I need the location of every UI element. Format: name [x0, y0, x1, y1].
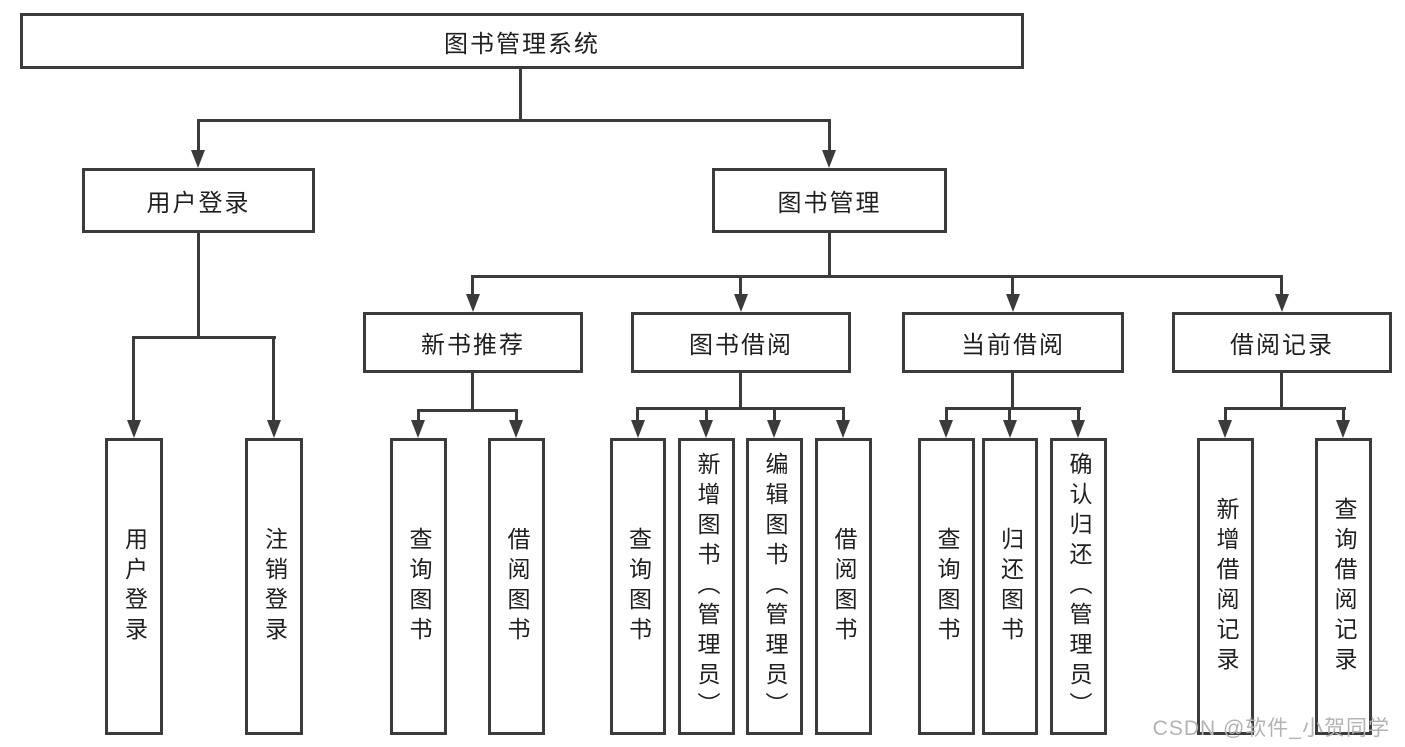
- node-nb-borrow: 借阅图书: [488, 438, 545, 735]
- arrow-down-icon: [191, 150, 205, 168]
- connector-user-login-split: [132, 336, 276, 339]
- arrow-down-icon: [1275, 294, 1289, 312]
- node-book-mgmt-label: 图书管理: [777, 190, 882, 217]
- arrow-down-icon: [767, 420, 781, 438]
- node-br-add-label: 新增借阅记录: [1213, 496, 1239, 677]
- node-leaf-user-login: 用户登录: [105, 438, 163, 735]
- node-bb-borrow-label: 借阅图书: [831, 526, 857, 647]
- node-leaf-logout-label: 注销登录: [261, 526, 288, 647]
- arrow-down-icon: [1071, 420, 1085, 438]
- node-bb-query-label: 查询图书: [625, 526, 652, 647]
- node-br-add: 新增借阅记录: [1197, 438, 1254, 735]
- connector-book-mgmt-split: [471, 275, 1283, 278]
- connector-stem-book-borrow: [739, 275, 742, 307]
- connector-current-borrow-split: [945, 407, 1081, 410]
- node-user-login-label: 用户登录: [146, 190, 251, 217]
- arrow-down-icon: [734, 294, 748, 312]
- connector-book-mgmt-trunk: [828, 233, 831, 278]
- node-bb-borrow: 借阅图书: [815, 438, 872, 735]
- connector-stem-user-login: [197, 119, 200, 163]
- arrow-down-icon: [1336, 420, 1350, 438]
- node-root-label: 图书管理系统: [444, 30, 600, 58]
- node-cb-query-label: 查询图书: [934, 526, 960, 647]
- connector-stem-book-mgmt: [828, 119, 831, 163]
- node-new-book-rec: 新书推荐: [363, 312, 583, 373]
- node-br-query: 查询借阅记录: [1315, 438, 1372, 735]
- connector-root-trunk: [519, 69, 522, 122]
- node-borrow-records: 借阅记录: [1172, 312, 1392, 373]
- node-cb-return: 归还图书: [982, 438, 1038, 735]
- arrow-down-icon: [1218, 420, 1232, 438]
- arrow-down-icon: [509, 420, 523, 438]
- connector-new-book-rec-trunk: [471, 373, 474, 412]
- arrow-down-icon: [939, 420, 953, 438]
- watermark: CSDN @软件_小贺同学: [1152, 717, 1390, 740]
- arrow-down-icon: [1003, 420, 1017, 438]
- connector-stem-leaf-logout: [272, 336, 275, 433]
- arrow-down-icon: [411, 420, 425, 438]
- node-bb-edit-label: 编辑图书（管理员）: [762, 451, 788, 722]
- node-bb-edit: 编辑图书（管理员）: [746, 438, 803, 735]
- node-nb-query-label: 查询图书: [406, 526, 432, 647]
- connector-user-login-trunk: [197, 233, 200, 339]
- connector-book-borrow-trunk: [739, 373, 742, 410]
- arrow-down-icon: [267, 420, 281, 438]
- node-borrow-records-label: 借阅记录: [1230, 332, 1334, 359]
- connector-stem-current-borrow: [1011, 275, 1014, 307]
- node-br-query-label: 查询借阅记录: [1331, 496, 1357, 677]
- node-nb-query: 查询图书: [390, 438, 447, 735]
- arrow-down-icon: [631, 420, 645, 438]
- node-new-book-rec-label: 新书推荐: [421, 332, 525, 359]
- node-leaf-user-login-label: 用户登录: [121, 526, 148, 647]
- connector-borrow-records-split: [1224, 407, 1346, 410]
- arrow-down-icon: [127, 420, 141, 438]
- node-cb-confirm-label: 确认归还（管理员）: [1066, 451, 1092, 722]
- node-bb-query: 查询图书: [610, 438, 666, 735]
- node-bb-add: 新增图书（管理员）: [678, 438, 735, 735]
- node-current-borrow: 当前借阅: [902, 312, 1124, 373]
- node-cb-query: 查询图书: [918, 438, 975, 735]
- node-nb-borrow-label: 借阅图书: [504, 526, 530, 647]
- connector-new-book-rec-split: [417, 409, 518, 412]
- connector-stem-borrow-records: [1280, 275, 1283, 307]
- node-user-login: 用户登录: [82, 168, 315, 233]
- node-root: 图书管理系统: [20, 13, 1024, 69]
- arrow-down-icon: [1006, 294, 1020, 312]
- connector-stem-new-book-rec: [471, 275, 474, 307]
- connector-book-borrow-split: [636, 407, 845, 410]
- connector-borrow-records-trunk: [1280, 373, 1283, 410]
- arrow-down-icon: [822, 150, 836, 168]
- node-book-borrow-label: 图书借阅: [689, 332, 793, 359]
- node-cb-confirm: 确认归还（管理员）: [1050, 438, 1107, 735]
- node-book-mgmt: 图书管理: [712, 168, 947, 233]
- connector-root-split: [197, 119, 831, 122]
- node-leaf-logout: 注销登录: [245, 438, 303, 735]
- node-current-borrow-label: 当前借阅: [961, 332, 1065, 359]
- arrow-down-icon: [466, 294, 480, 312]
- node-bb-add-label: 新增图书（管理员）: [694, 451, 720, 722]
- connector-current-borrow-trunk: [1011, 373, 1014, 410]
- node-book-borrow: 图书借阅: [631, 312, 851, 373]
- connector-stem-leaf-user-login: [132, 336, 135, 433]
- arrow-down-icon: [699, 420, 713, 438]
- arrow-down-icon: [836, 420, 850, 438]
- node-cb-return-label: 归还图书: [997, 526, 1024, 647]
